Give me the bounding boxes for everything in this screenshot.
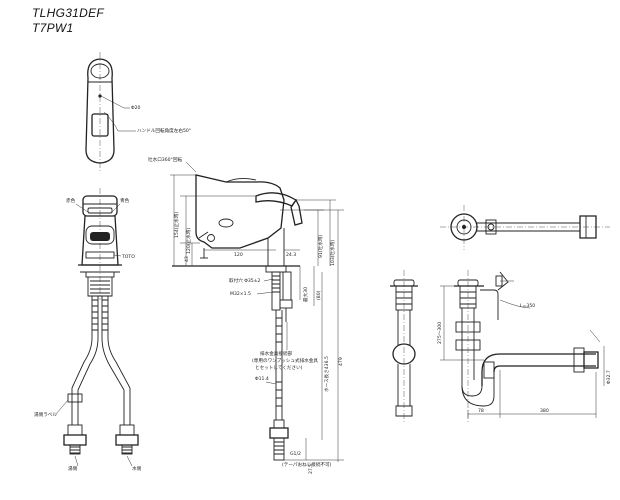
dim-103: 103(吐水時)	[329, 240, 336, 266]
g12-label: G1/2	[290, 451, 301, 457]
dim-78: 78	[478, 408, 484, 414]
dim-91: 91(吐水時)	[317, 235, 324, 258]
spout-rotation-label: 吐水口360°回転	[148, 156, 182, 163]
front-view: 赤色 青色 TOTO	[34, 188, 142, 472]
dim-479: 479	[338, 357, 344, 366]
dim-max30: 最大30	[302, 287, 309, 302]
side-view: 吐水口360°回転 154(止水時) 120(止水時)	[148, 156, 344, 474]
mount-hole-label: 取付穴 Φ35±2	[229, 277, 261, 284]
top-view: Φ20 ハンドル回転角度左右50°	[85, 52, 191, 172]
dim-od: Φ32.7	[606, 370, 612, 384]
drain-trap-view: L=350 275〜300 78 380	[437, 270, 612, 422]
fitting-note-2: とセットしてください)	[255, 364, 303, 371]
hot-side-label: 湯側	[68, 465, 78, 472]
dim-l350: L=350	[520, 303, 535, 309]
dim-275-300: 275〜300	[437, 322, 443, 344]
dim-24-3: 24.3	[286, 252, 296, 258]
taper-note: (テーパおねじ接続不可)	[282, 461, 332, 468]
brand-label: TOTO	[121, 254, 135, 260]
dim-27-5: 27.5	[308, 464, 314, 474]
thread-label: M32×1.5	[230, 291, 251, 297]
drain-top-view	[440, 205, 610, 250]
dim-80: (80)	[316, 290, 322, 300]
dim-154: 154(止水時)	[173, 212, 180, 238]
fitting-note-1: (専用のワンプッシュ式排水金具	[252, 357, 318, 364]
dim-120-horiz: 120	[234, 252, 243, 258]
cold-side-label: 水側	[132, 465, 142, 472]
hot-color-label: 青色	[120, 197, 130, 204]
model-number-2: T7PW1	[32, 21, 74, 35]
hot-label-note: 湯側ラベル	[34, 411, 57, 418]
model-number-1: TLHG31DEF	[32, 6, 105, 20]
cold-color-label: 赤色	[66, 197, 76, 204]
hole-diameter-label: Φ20	[131, 105, 141, 111]
dim-380: 380	[540, 408, 549, 414]
handle-angle-label: ハンドル回転角度左右50°	[137, 127, 191, 134]
dim-hose: ホース長さ436.5	[323, 356, 330, 392]
dim-11-4: Φ11.4	[255, 376, 269, 382]
dim-43: 43	[184, 256, 190, 262]
dim-120-vert: 120(止水時)	[185, 228, 192, 254]
drain-side-view-left	[390, 270, 418, 422]
